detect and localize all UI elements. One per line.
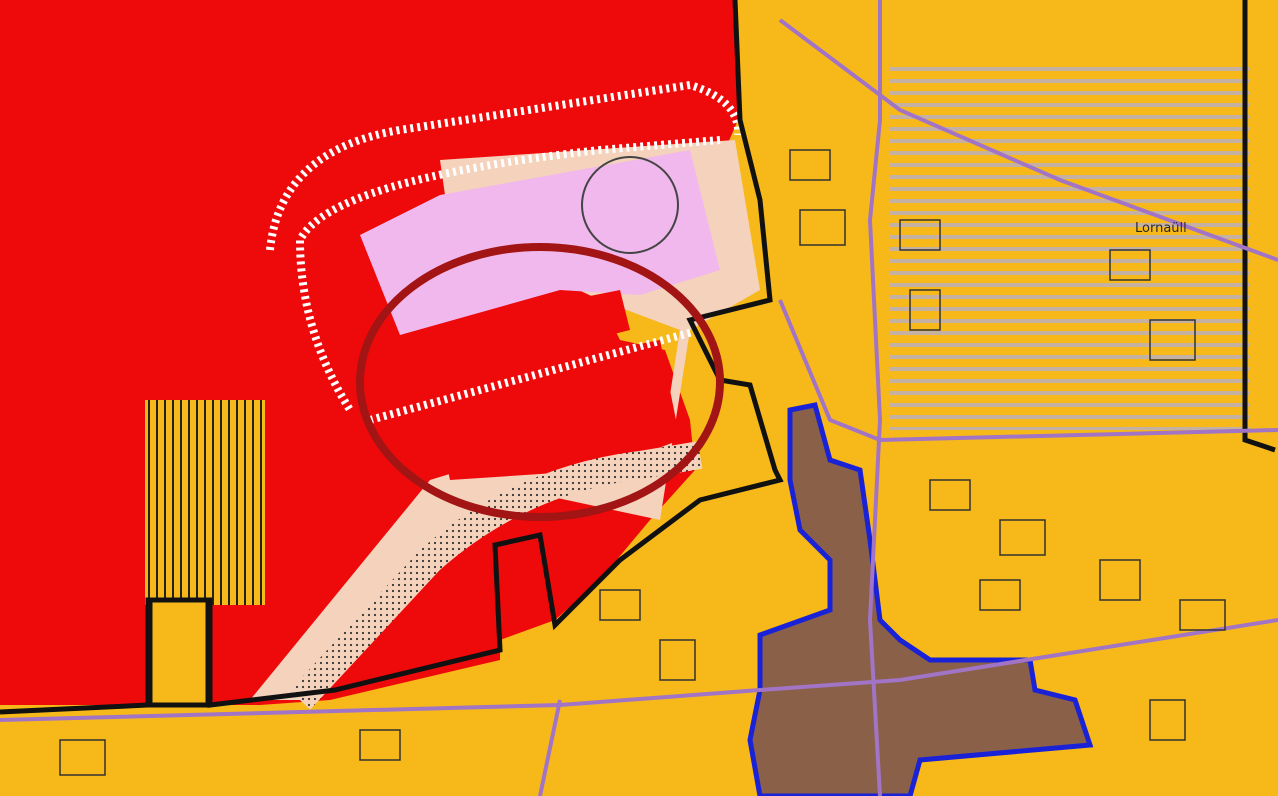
special-use-zone bbox=[360, 150, 720, 335]
industrial-block-b bbox=[430, 340, 680, 480]
highlight-circle bbox=[356, 243, 724, 521]
boundary-line-right bbox=[1242, 0, 1276, 453]
place-label: Lornaüll bbox=[1135, 221, 1187, 236]
dotted-road bbox=[289, 441, 703, 710]
building-outlines bbox=[59, 149, 1226, 776]
village-core-zone bbox=[747, 402, 1094, 796]
dotted-buffer-strip-2 bbox=[368, 326, 702, 424]
special-use-ring bbox=[581, 156, 679, 254]
hatched-parcel bbox=[145, 400, 265, 605]
boundary-line bbox=[0, 0, 784, 715]
dotted-buffer-strip bbox=[266, 80, 743, 413]
hatched-parcel-bottom bbox=[147, 597, 211, 708]
striped-zone bbox=[890, 60, 1250, 430]
industrial-block-a bbox=[420, 290, 630, 380]
